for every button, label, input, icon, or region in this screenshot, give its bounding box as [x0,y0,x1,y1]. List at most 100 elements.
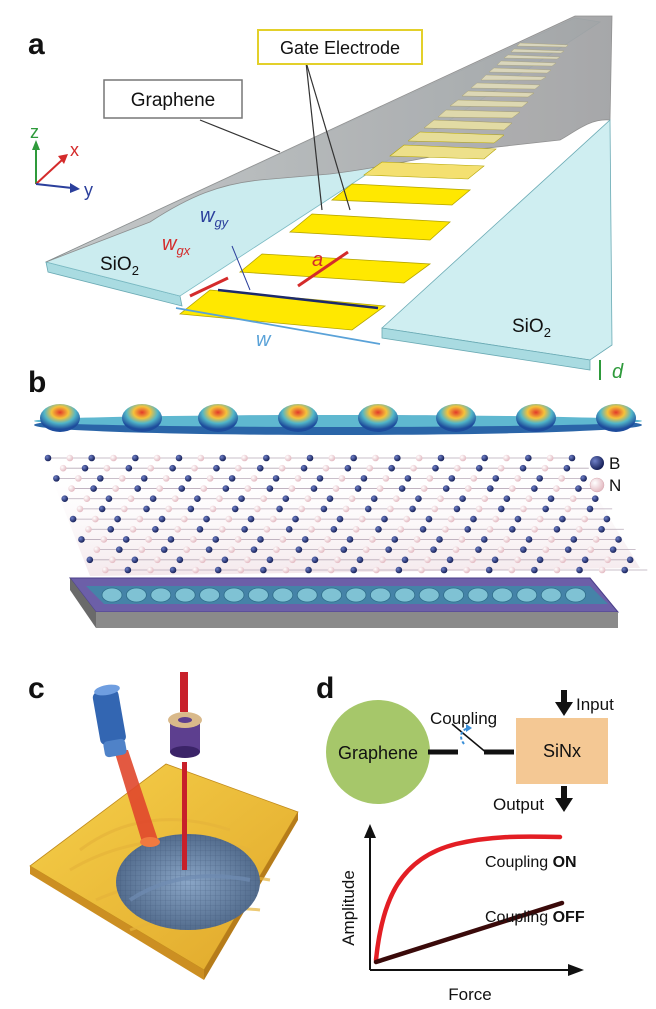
sio2-left-label: SiO2 [100,254,139,278]
boron-atom [86,556,94,564]
boron-atom [257,536,264,543]
boron-atom [219,454,226,462]
boron-atom [124,566,132,574]
nitrogen-atom [250,475,258,482]
boron-atom [531,566,538,574]
nitrogen-atom [520,505,527,513]
grating-slot [540,587,562,603]
nitrogen-atom [85,525,92,533]
boron-atom [525,454,532,462]
grating-slot [223,587,245,603]
gate-leader-1 [305,61,351,211]
boron-atom [69,515,77,523]
nitrogen-atom [413,536,421,543]
boron-atom [260,566,267,574]
nitrogen-atom [553,485,560,492]
boron-atom [213,464,220,472]
nitrogen-atom [481,495,489,503]
laser-beam [114,750,158,842]
nitrogen-atom [559,556,566,564]
nitrogen-atom [101,566,109,574]
boron-atom [486,485,494,492]
nitrogen-atom [235,464,242,472]
grating-slot [272,587,294,603]
boron-atom [158,515,166,523]
nitrogen-atom [145,536,152,543]
nitrogen-atom [254,505,261,513]
nitrogen-atom [486,525,494,533]
nitrogen-atom [294,475,302,482]
nitrogen-atom [206,475,214,482]
nitrogen-atom [592,536,600,543]
boron-atom [481,454,488,462]
nitrogen-atom [192,566,199,574]
nitrogen-atom [209,505,217,513]
boron-atom [301,536,309,543]
boron-atom [194,495,201,503]
boron-atom [559,515,566,523]
nitrogen-atom [587,546,594,553]
boron-atom [134,485,141,492]
a-label: a [312,249,323,271]
nitrogen-atom [136,515,144,523]
boron-atom [176,556,184,564]
grating-slot [174,587,196,603]
boron-atom [480,536,488,543]
graphene-callout-box [103,79,243,119]
boron-atom [626,556,634,564]
boron-atom [149,495,157,503]
boron-atom [256,464,264,472]
boron-atom [415,495,422,503]
nitrogen-atom [263,525,271,533]
boron-legend-label: B [609,454,620,473]
boron-atom [503,495,511,503]
coupling-on-label: Coupling ON [485,854,577,871]
boron-atom [360,475,368,482]
boron-atom [395,566,403,574]
gate-electrode-callout-label: Gate Electrode [280,38,400,58]
boron-atom [306,454,314,462]
grating-slot [296,587,318,603]
nitrogen-atom [200,485,208,492]
boron-atom [205,546,213,553]
boron-atom [105,495,113,503]
boron-atom [615,536,622,543]
nitrogen-atom [369,536,376,543]
nitrogen-atom [492,515,499,523]
nitrogen-atom [216,495,223,503]
boron-atom [169,464,176,472]
boron-atom [401,556,409,564]
nitrogen-atom [273,546,280,553]
nitrogen-atom [558,475,565,482]
boron-atom [475,546,482,553]
nitrogen-atom [153,454,161,462]
boron-atom [350,454,357,462]
nitrogen-atom [362,546,370,553]
grating-slot [199,587,221,603]
graphene-node-label: Graphene [338,743,418,763]
nitrogen-atom [372,454,379,462]
nitrogen-atom [121,505,128,513]
grating-slot [369,587,391,603]
boron-atom [375,525,382,533]
nitrogen-atom [463,566,470,574]
gate-electrode-callout-box [257,29,423,65]
nitrogen-atom [541,464,549,472]
nitrogen-atom [241,454,248,462]
boron-atom [344,464,352,472]
nitrogen-atom [525,495,533,503]
graphene-callout-label: Graphene [131,90,216,111]
nitrogen-atom [109,556,116,564]
boron-atom [350,566,358,574]
nitrogen-atom [437,495,444,503]
boron-atom [404,475,412,482]
wgx-label: wgx [162,233,191,258]
coupling-arc-arrowhead [466,724,472,732]
nitrogen-atom [322,464,330,472]
boron-legend-marker [590,456,604,470]
nitrogen-atom [470,475,478,482]
boron-atom [81,464,89,472]
nitrogen-atom [278,464,286,472]
boron-atom [285,525,293,533]
sinx-label: SiNx [543,741,581,761]
